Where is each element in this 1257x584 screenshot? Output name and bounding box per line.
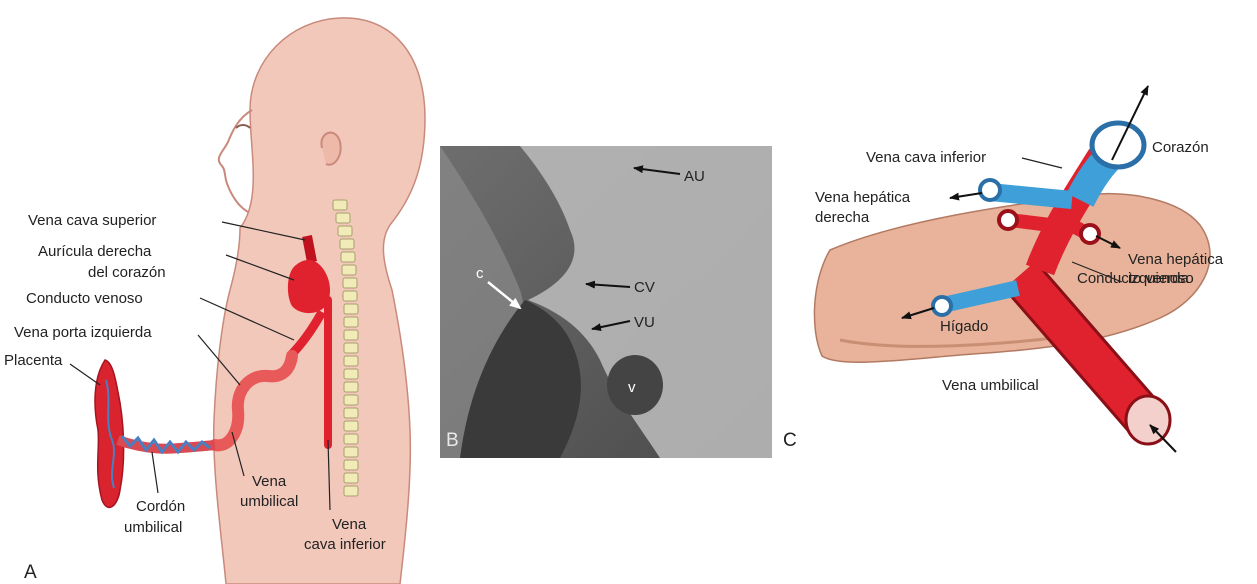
umbilical-vein-end <box>1126 396 1170 444</box>
label-right-atrium-2: del corazón <box>88 264 166 281</box>
label-ivc-c: Vena cava inferior <box>866 149 986 166</box>
label-au: AU <box>684 168 705 185</box>
label-cv: CV <box>634 279 655 296</box>
flow-arrow-right-hepatic <box>950 193 982 198</box>
label-vu: VU <box>634 314 655 331</box>
label-ductus-venosus: Conducto venoso <box>26 290 143 307</box>
label-heart: Corazón <box>1152 139 1209 156</box>
label-placenta: Placenta <box>4 352 63 369</box>
label-right-atrium-1: Aurícula derecha <box>38 243 152 260</box>
label-liver: Hígado <box>940 318 988 335</box>
hepatic-branch-lower-opening <box>933 297 951 315</box>
panel-c: Vena cava inferior Corazón Vena hepática… <box>814 86 1223 452</box>
label-left-portal-vein: Vena porta izquierda <box>14 324 152 341</box>
label-ductus-venosus-c: Conducto venoso <box>1077 270 1194 287</box>
right-hepatic-vein <box>990 192 1072 200</box>
panel-b: AU CV VU c v B <box>440 146 772 458</box>
left-portal-opening <box>999 211 1017 229</box>
label-cord-1: Cordón <box>136 498 185 515</box>
ivc-opening <box>1092 123 1144 167</box>
label-c: c <box>476 265 484 282</box>
label-left-hepatic-1: Vena hepática <box>1128 251 1224 268</box>
label-svc: Vena cava superior <box>28 212 156 229</box>
label-umbilical-vein-c: Vena umbilical <box>942 377 1039 394</box>
label-cord-2: umbilical <box>124 519 182 536</box>
label-v: v <box>628 379 636 396</box>
label-right-hepatic-1: Vena hepática <box>815 189 911 206</box>
right-hepatic-opening <box>980 180 1000 200</box>
panel-letter-b: B <box>446 430 459 451</box>
panel-letter-c: C <box>783 430 797 451</box>
panel-letter-a: A <box>24 562 37 583</box>
label-umbilical-vein-2: umbilical <box>240 493 298 510</box>
label-umbilical-vein-1: Vena <box>252 473 287 490</box>
label-ivc-1: Vena <box>332 516 367 533</box>
superior-vena-cava <box>307 236 312 262</box>
eye <box>236 125 250 128</box>
panel-a: Vena cava superior Aurícula derecha del … <box>4 18 425 584</box>
label-ivc-2: cava inferior <box>304 536 386 553</box>
label-right-hepatic-2: derecha <box>815 209 870 226</box>
left-hepatic-opening <box>1081 225 1099 243</box>
